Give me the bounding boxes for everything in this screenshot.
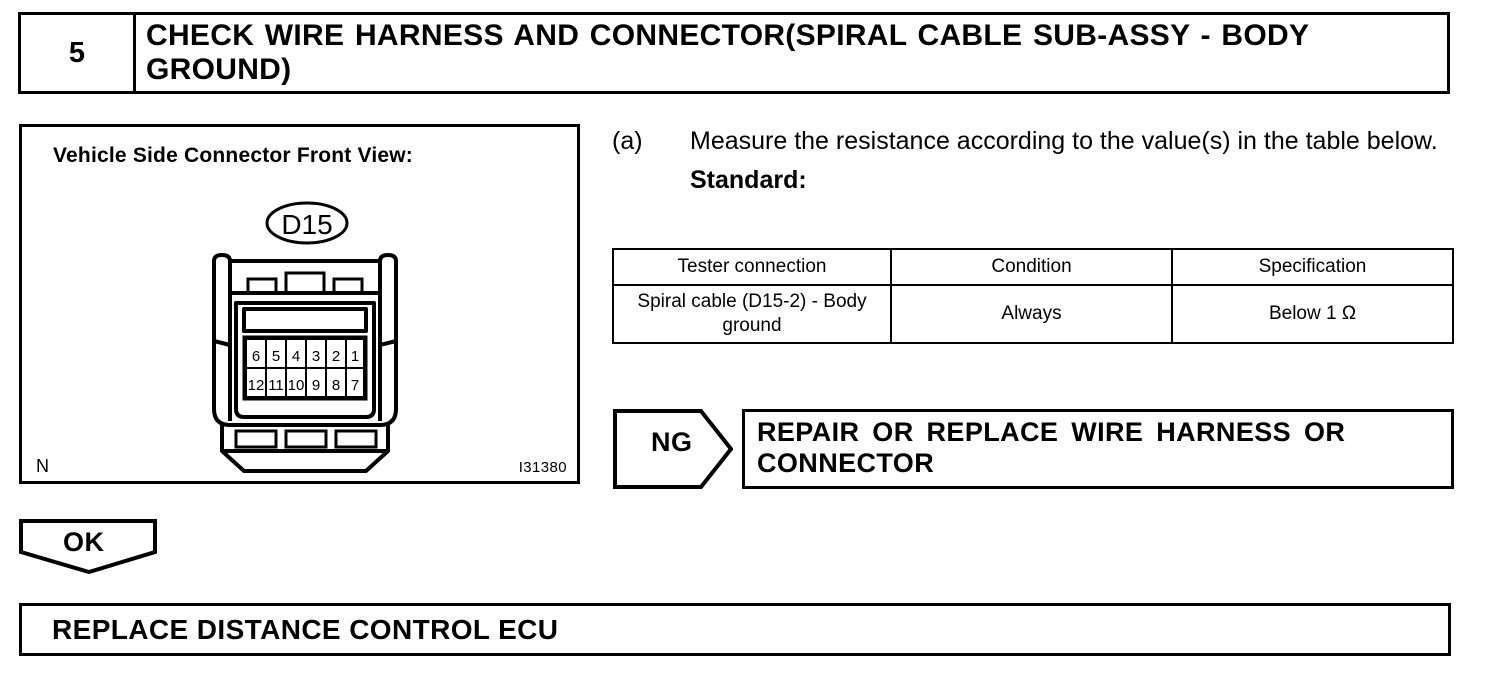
pin-label: 11 <box>268 377 284 394</box>
specification-table: Tester connection Condition Specificatio… <box>612 248 1454 344</box>
ok-branch: OK <box>19 519 164 575</box>
pin-label: 9 <box>312 377 320 394</box>
ng-branch: NG REPAIR OR REPLACE WIRE HARNESS OR CON… <box>613 409 1454 489</box>
column-header-condition: Condition <box>890 248 1173 286</box>
instruction-block: (a) Measure the resistance according to … <box>612 122 1454 198</box>
ng-action-text: REPAIR OR REPLACE WIRE HARNESS OR CONNEC… <box>757 417 1346 478</box>
ng-action-box: REPAIR OR REPLACE WIRE HARNESS OR CONNEC… <box>742 409 1454 489</box>
connector-id-oval: D15 <box>265 201 349 245</box>
table-header-row: Tester connection Condition Specificatio… <box>612 248 1454 286</box>
pin-label: 6 <box>252 348 260 365</box>
pin-label: 4 <box>292 348 300 365</box>
ok-arrow-shape <box>19 519 157 575</box>
cell-specification: Below 1 Ω <box>1171 284 1454 344</box>
step-title: CHECK WIRE HARNESS AND CONNECTOR(SPIRAL … <box>146 19 1309 86</box>
figure-code: I31380 <box>518 459 567 476</box>
pin-label: 2 <box>332 348 340 365</box>
cell-tester-connection: Spiral cable (D15-2) - Body ground <box>612 284 892 344</box>
pin-label: 10 <box>288 377 305 394</box>
step-header: 5 CHECK WIRE HARNESS AND CONNECTOR(SPIRA… <box>18 12 1450 94</box>
ng-arrow-shape <box>613 409 733 489</box>
column-header-specification: Specification <box>1171 248 1454 286</box>
connector-diagram: D15 <box>212 201 398 473</box>
column-header-tester-connection: Tester connection <box>612 248 892 286</box>
step-title-cell: CHECK WIRE HARNESS AND CONNECTOR(SPIRAL … <box>136 15 1447 91</box>
pin-label: 7 <box>351 377 359 394</box>
instruction-label: (a) <box>612 127 643 155</box>
figure-caption: Vehicle Side Connector Front View: <box>53 144 413 167</box>
figure-corner-mark: N <box>36 456 49 476</box>
pin-grid: 6 5 4 3 2 1 12 11 10 9 <box>242 335 368 401</box>
ok-label: OK <box>63 527 105 557</box>
standard-label: Standard: <box>690 165 807 194</box>
pin-label: 1 <box>351 348 359 365</box>
instruction-text: Measure the resistance according to the … <box>690 127 1438 155</box>
pin-row-top: 6 5 4 3 2 1 <box>247 340 363 367</box>
pin-label: 8 <box>332 377 340 394</box>
instruction-row: (a) Measure the resistance according to … <box>612 122 1454 162</box>
result-action-text: REPLACE DISTANCE CONTROL ECU <box>52 613 559 645</box>
pin-label: 3 <box>312 348 320 365</box>
connector-id-label: D15 <box>281 209 332 240</box>
step-number: 5 <box>68 36 86 69</box>
ng-label: NG <box>651 427 693 457</box>
step-number-cell: 5 <box>21 15 136 91</box>
table-row: Spiral cable (D15-2) - Body ground Alway… <box>612 284 1454 344</box>
cell-condition: Always <box>890 284 1173 344</box>
result-action-box: REPLACE DISTANCE CONTROL ECU <box>19 603 1451 656</box>
pin-label: 5 <box>272 348 280 365</box>
pin-row-bottom: 12 11 10 9 8 7 <box>247 369 363 396</box>
pin-label: 12 <box>248 377 265 394</box>
connector-figure-box: Vehicle Side Connector Front View: D15 <box>19 124 580 484</box>
